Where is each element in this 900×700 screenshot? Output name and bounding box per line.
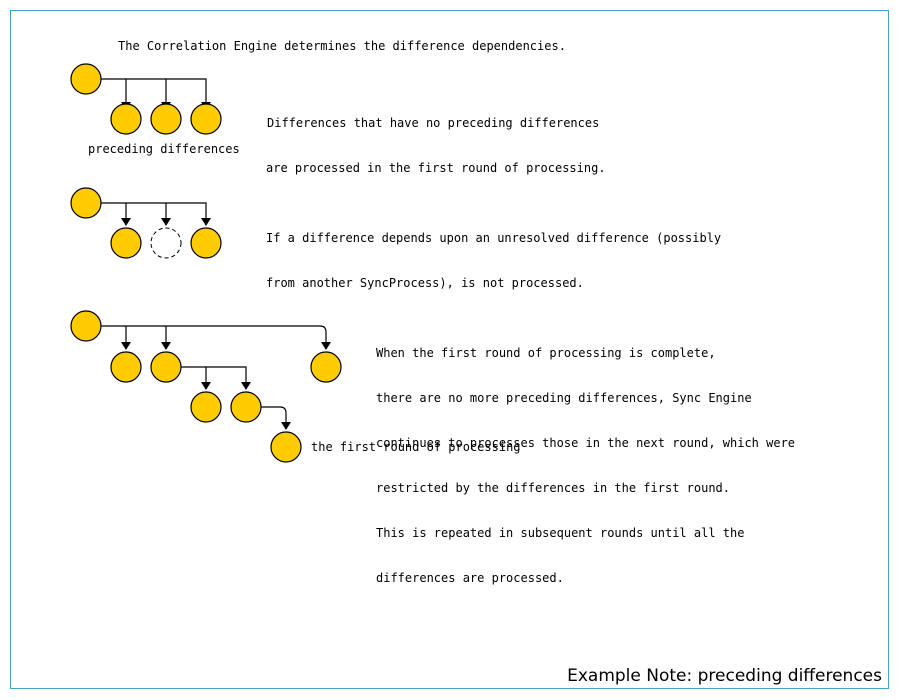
difference-node <box>230 391 262 423</box>
edge <box>100 78 127 102</box>
difference-node <box>150 103 182 135</box>
arrow-head <box>161 218 171 226</box>
unresolved-difference-node <box>150 227 182 259</box>
description-line: If a difference depends upon an unresolv… <box>266 231 722 245</box>
example-1-label: preceding differences <box>88 142 240 156</box>
edge <box>206 366 247 382</box>
description-line: Differences that have no preceding diffe… <box>267 116 600 130</box>
arrow-head <box>201 382 211 390</box>
edge <box>260 406 287 422</box>
arrow-head <box>161 342 171 350</box>
difference-node <box>110 351 142 383</box>
difference-node <box>110 103 142 135</box>
intro-text: The Correlation Engine determines the di… <box>118 39 566 53</box>
figure-caption: Example Note: preceding differences <box>567 666 882 686</box>
description-line: from another SyncProcess), is not proces… <box>266 276 584 290</box>
edge <box>126 78 167 102</box>
description-line: restricted by the differences in the fir… <box>376 481 731 495</box>
description-line: there are no more preceding differences,… <box>376 391 752 405</box>
example-2-description: If a difference depends upon an unresolv… <box>266 201 721 306</box>
description-line: are processed in the first round of proc… <box>266 161 606 175</box>
description-line: differences are processed. <box>376 571 564 585</box>
edge <box>126 325 167 342</box>
arrow-head <box>121 342 131 350</box>
difference-node <box>190 227 222 259</box>
example-2-graph <box>70 187 222 259</box>
edge <box>180 366 207 382</box>
edge <box>100 202 127 218</box>
arrow-head <box>321 342 331 350</box>
description-line: continues to processes those in the next… <box>376 436 796 450</box>
arrow-head <box>241 382 251 390</box>
description-line: This is repeated in subsequent rounds un… <box>376 526 745 540</box>
example-3-description: When the first round of processing is co… <box>376 316 795 601</box>
example-1-graph <box>70 63 222 135</box>
edge <box>100 325 127 342</box>
difference-node <box>270 431 302 463</box>
root-difference-node <box>70 310 102 342</box>
root-difference-node <box>70 63 102 95</box>
edge <box>166 325 327 342</box>
example-1-description: Differences that have no preceding diffe… <box>266 86 606 191</box>
difference-node <box>190 103 222 135</box>
difference-node <box>190 391 222 423</box>
difference-node <box>110 227 142 259</box>
diagram-frame <box>10 10 889 689</box>
edge <box>166 78 207 102</box>
example-3-label: the first round of processing <box>311 440 521 454</box>
root-difference-node <box>70 187 102 219</box>
difference-node <box>150 351 182 383</box>
arrow-head <box>121 218 131 226</box>
arrow-head <box>201 218 211 226</box>
difference-node <box>310 351 342 383</box>
example-3-graph <box>70 310 342 463</box>
edge <box>126 202 167 218</box>
edge <box>166 202 207 218</box>
arrow-head <box>281 422 291 430</box>
description-line: When the first round of processing is co… <box>376 346 716 360</box>
